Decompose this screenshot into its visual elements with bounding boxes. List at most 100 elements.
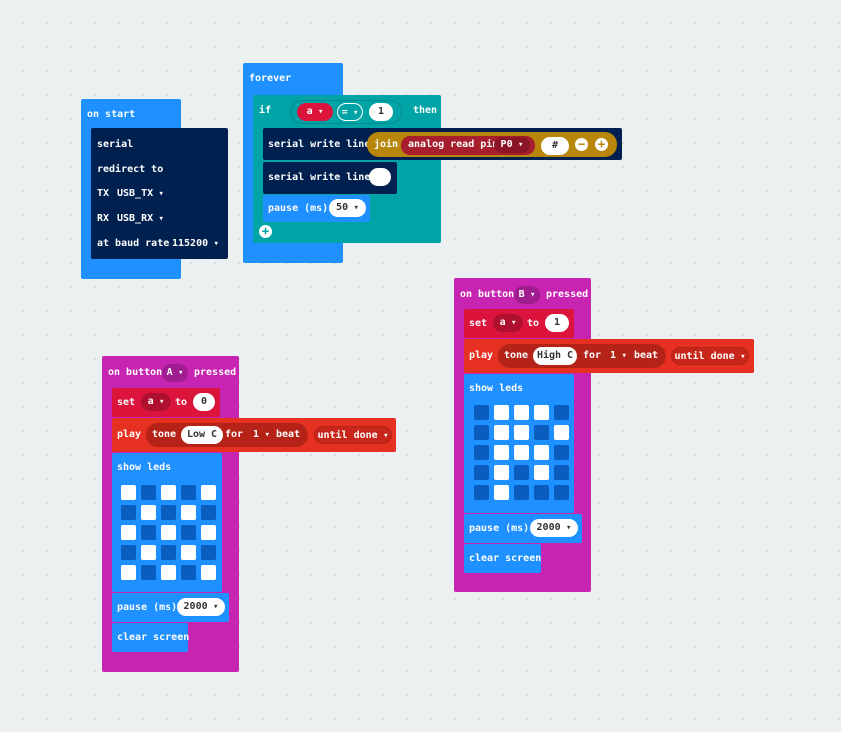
write-line2-text-input[interactable] bbox=[369, 168, 391, 186]
led-2-1[interactable] bbox=[141, 525, 156, 540]
led-2-3[interactable] bbox=[181, 525, 196, 540]
minus-icon[interactable]: − bbox=[575, 138, 588, 151]
led-4-3[interactable] bbox=[534, 485, 549, 500]
tone-block[interactable]: tone High C for 1 beat bbox=[498, 344, 666, 368]
tone-note-input[interactable]: High C bbox=[533, 347, 577, 365]
led-1-1[interactable] bbox=[494, 425, 509, 440]
pause-value-dropdown[interactable]: 2000 bbox=[177, 598, 225, 616]
set-label: set bbox=[117, 397, 136, 408]
led-0-3[interactable] bbox=[534, 405, 549, 420]
clear-screen-a-block[interactable]: clear screen bbox=[112, 623, 189, 652]
led-1-0[interactable] bbox=[474, 425, 489, 440]
analog-read-block[interactable]: analog read pin P0 bbox=[401, 136, 535, 155]
led-3-3[interactable] bbox=[534, 465, 549, 480]
led-1-3[interactable] bbox=[181, 505, 196, 520]
led-4-1[interactable] bbox=[494, 485, 509, 500]
led-0-2[interactable] bbox=[514, 405, 529, 420]
button-b-dropdown[interactable]: B bbox=[514, 286, 540, 304]
led-0-4[interactable] bbox=[554, 405, 569, 420]
led-0-2[interactable] bbox=[161, 485, 176, 500]
led-4-4[interactable] bbox=[201, 565, 216, 580]
led-3-4[interactable] bbox=[201, 545, 216, 560]
led-grid[interactable] bbox=[121, 485, 221, 585]
led-0-0[interactable] bbox=[474, 405, 489, 420]
baud-dropdown[interactable]: 115200 bbox=[172, 238, 219, 250]
serial-redirect-block[interactable]: serial redirect to TX USB_TX RX USB_RX a… bbox=[91, 128, 228, 259]
led-1-4[interactable] bbox=[554, 425, 569, 440]
play-label: play bbox=[117, 429, 142, 440]
led-1-0[interactable] bbox=[121, 505, 136, 520]
tone-note-input[interactable]: Low C bbox=[181, 426, 223, 444]
led-3-0[interactable] bbox=[474, 465, 489, 480]
tone-block[interactable]: tone Low C for 1 beat bbox=[146, 423, 308, 447]
tx-dropdown[interactable]: USB_TX bbox=[117, 188, 164, 200]
led-2-3[interactable] bbox=[534, 445, 549, 460]
led-2-2[interactable] bbox=[161, 525, 176, 540]
led-0-4[interactable] bbox=[201, 485, 216, 500]
led-3-0[interactable] bbox=[121, 545, 136, 560]
set-a-block[interactable]: set a to 0 bbox=[112, 388, 220, 417]
compare-block[interactable]: a = 1 bbox=[290, 100, 402, 124]
led-1-3[interactable] bbox=[534, 425, 549, 440]
led-4-2[interactable] bbox=[161, 565, 176, 580]
led-3-2[interactable] bbox=[161, 545, 176, 560]
beat-label: beat bbox=[276, 429, 301, 440]
show-leds-a-block[interactable]: show leds bbox=[112, 453, 222, 592]
led-0-0[interactable] bbox=[121, 485, 136, 500]
led-4-0[interactable] bbox=[121, 565, 136, 580]
rx-dropdown[interactable]: USB_RX bbox=[117, 213, 164, 225]
button-a-dropdown[interactable]: A bbox=[162, 364, 188, 382]
pause-value-dropdown[interactable]: 50 bbox=[329, 199, 366, 217]
add-icon[interactable]: + bbox=[595, 138, 608, 151]
compare-value-input[interactable]: 1 bbox=[369, 103, 393, 121]
led-4-4[interactable] bbox=[554, 485, 569, 500]
led-4-3[interactable] bbox=[181, 565, 196, 580]
pause-b-block[interactable]: pause (ms) 2000 bbox=[464, 514, 582, 543]
led-grid[interactable] bbox=[474, 405, 574, 505]
led-3-4[interactable] bbox=[554, 465, 569, 480]
led-2-2[interactable] bbox=[514, 445, 529, 460]
serial-write-line2-block[interactable]: serial write line bbox=[263, 162, 397, 194]
led-2-4[interactable] bbox=[201, 525, 216, 540]
pin-dropdown[interactable]: P0 bbox=[494, 137, 530, 153]
show-leds-b-block[interactable]: show leds bbox=[464, 374, 574, 513]
led-0-1[interactable] bbox=[141, 485, 156, 500]
led-4-1[interactable] bbox=[141, 565, 156, 580]
operator-dropdown[interactable]: = bbox=[337, 103, 363, 121]
forever-pause-block[interactable]: pause (ms) 50 bbox=[263, 195, 370, 222]
beat-dropdown[interactable]: 1 bbox=[253, 429, 270, 441]
led-2-4[interactable] bbox=[554, 445, 569, 460]
set-b-block[interactable]: set a to 1 bbox=[464, 309, 574, 338]
join-text-input[interactable]: # bbox=[541, 137, 569, 155]
set-value-input[interactable]: 0 bbox=[193, 393, 215, 411]
to-label: to bbox=[175, 397, 188, 408]
led-2-0[interactable] bbox=[474, 445, 489, 460]
led-3-1[interactable] bbox=[494, 465, 509, 480]
beat-dropdown[interactable]: 1 bbox=[610, 350, 627, 362]
play-tone-b-block[interactable]: play tone High C for 1 beat until done bbox=[464, 339, 754, 373]
set-var-dropdown[interactable]: a bbox=[493, 314, 523, 332]
pause-value-dropdown[interactable]: 2000 bbox=[530, 519, 578, 537]
clear-screen-b-block[interactable]: clear screen bbox=[464, 544, 541, 573]
until-done-dropdown[interactable]: until done bbox=[671, 347, 749, 365]
set-value-input[interactable]: 1 bbox=[545, 314, 569, 332]
led-4-2[interactable] bbox=[514, 485, 529, 500]
led-3-1[interactable] bbox=[141, 545, 156, 560]
led-0-1[interactable] bbox=[494, 405, 509, 420]
led-0-3[interactable] bbox=[181, 485, 196, 500]
led-2-0[interactable] bbox=[121, 525, 136, 540]
led-1-2[interactable] bbox=[161, 505, 176, 520]
play-tone-a-block[interactable]: play tone Low C for 1 beat until done bbox=[112, 418, 396, 452]
led-3-3[interactable] bbox=[181, 545, 196, 560]
led-4-0[interactable] bbox=[474, 485, 489, 500]
led-2-1[interactable] bbox=[494, 445, 509, 460]
led-3-2[interactable] bbox=[514, 465, 529, 480]
var-a-dropdown[interactable]: a bbox=[297, 103, 333, 121]
led-1-4[interactable] bbox=[201, 505, 216, 520]
plus-icon[interactable]: + bbox=[259, 225, 272, 238]
led-1-2[interactable] bbox=[514, 425, 529, 440]
set-var-dropdown[interactable]: a bbox=[141, 393, 171, 411]
led-1-1[interactable] bbox=[141, 505, 156, 520]
until-done-dropdown[interactable]: until done bbox=[314, 426, 392, 444]
pause-a-block[interactable]: pause (ms) 2000 bbox=[112, 593, 229, 622]
